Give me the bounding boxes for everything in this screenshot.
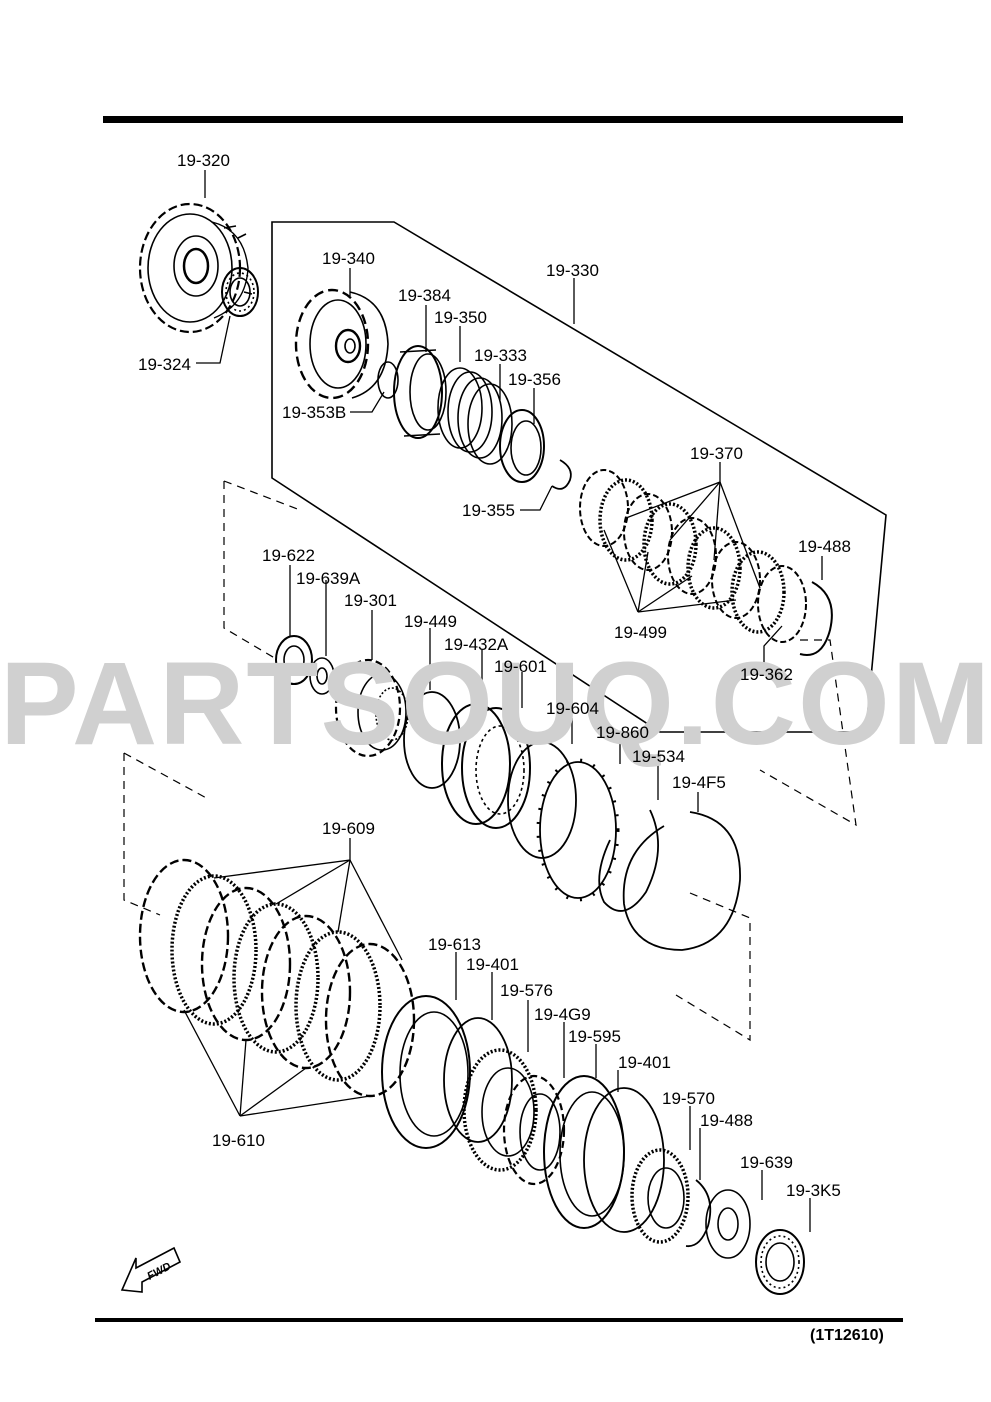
ring-4f5 [622, 811, 741, 951]
label-19-499[interactable]: 19-499 [614, 623, 667, 642]
snap-ring-401-a [443, 1017, 513, 1143]
label-19-488-upper[interactable]: 19-488 [798, 537, 851, 556]
dashed-boundaries [123, 480, 857, 1042]
label-19-324[interactable]: 19-324 [138, 355, 191, 374]
return-spring-333 [437, 367, 513, 465]
label-19-570[interactable]: 19-570 [662, 1089, 715, 1108]
clutch-drum-340 [294, 288, 389, 400]
spring-retainer-356 [499, 409, 545, 483]
bearing-622 [275, 635, 313, 685]
label-19-370[interactable]: 19-370 [690, 444, 743, 463]
label-19-534[interactable]: 19-534 [632, 747, 685, 766]
retaining-plate-613 [381, 995, 471, 1149]
label-19-449[interactable]: 19-449 [404, 612, 457, 631]
label-19-4f5[interactable]: 19-4F5 [672, 773, 726, 792]
label-19-595[interactable]: 19-595 [568, 1027, 621, 1046]
label-19-362[interactable]: 19-362 [740, 665, 793, 684]
seal-353b [377, 361, 399, 399]
label-19-639a[interactable]: 19-639A [296, 569, 361, 588]
label-19-432a[interactable]: 19-432A [444, 635, 509, 654]
label-19-401-a[interactable]: 19-401 [466, 955, 519, 974]
label-19-4g9[interactable]: 19-4G9 [534, 1005, 591, 1024]
label-19-355[interactable]: 19-355 [462, 501, 515, 520]
bearing-3k5 [755, 1229, 805, 1295]
label-19-639[interactable]: 19-639 [740, 1153, 793, 1172]
seal-ring-860 [536, 758, 620, 902]
label-19-356[interactable]: 19-356 [508, 370, 561, 389]
label-19-610[interactable]: 19-610 [212, 1131, 265, 1150]
washer-639a [309, 657, 335, 695]
header-rule [103, 116, 903, 123]
fwd-label: FWD [145, 1260, 173, 1282]
label-19-576[interactable]: 19-576 [500, 981, 553, 1000]
drum-595 [543, 1075, 625, 1229]
label-19-350[interactable]: 19-350 [434, 308, 487, 327]
footer-rule [95, 1318, 903, 1322]
washer-639 [705, 1189, 751, 1259]
hub-4g9 [502, 1074, 566, 1186]
label-19-333[interactable]: 19-333 [474, 346, 527, 365]
clutch-drum-601 [441, 703, 531, 829]
drawing-code: (1T12610) [810, 1327, 884, 1344]
watermark: PARTSOUQ.COM [0, 638, 991, 770]
fwd-arrow-icon: FWD [120, 1246, 182, 1293]
ring-534 [598, 809, 659, 912]
label-19-3k5[interactable]: 19-3K5 [786, 1181, 841, 1200]
leader-lines [183, 170, 823, 1232]
label-19-301[interactable]: 19-301 [344, 591, 397, 610]
snap-ring-355 [551, 459, 572, 490]
assembly-outline [271, 221, 887, 733]
snap-ring-401-b [583, 1087, 665, 1233]
clutch-plates-370 [579, 469, 807, 643]
parts [138, 202, 833, 1295]
label-19-613[interactable]: 19-613 [428, 935, 481, 954]
label-19-488-lower[interactable]: 19-488 [700, 1111, 753, 1130]
snap-ring-488-lower [685, 1179, 712, 1248]
snap-ring-449 [403, 691, 461, 789]
part-labels: 19-320 19-324 19-340 19-384 19-350 19-33… [138, 151, 851, 1200]
piston-350 [393, 345, 447, 439]
label-19-601[interactable]: 19-601 [494, 657, 547, 676]
label-19-604[interactable]: 19-604 [546, 699, 599, 718]
label-19-609[interactable]: 19-609 [322, 819, 375, 838]
clutch-plates-609-610 [138, 858, 416, 1098]
label-19-384[interactable]: 19-384 [398, 286, 451, 305]
label-19-622[interactable]: 19-622 [262, 546, 315, 565]
thrust-bearing-324 [221, 267, 259, 317]
label-19-860[interactable]: 19-860 [596, 723, 649, 742]
label-19-340[interactable]: 19-340 [322, 249, 375, 268]
gear-576 [462, 1048, 538, 1172]
label-19-353b[interactable]: 19-353B [282, 403, 346, 422]
label-19-320[interactable]: 19-320 [177, 151, 230, 170]
snap-ring-488-upper [799, 581, 833, 656]
gear-570 [630, 1148, 690, 1244]
label-19-330[interactable]: 19-330 [546, 261, 599, 280]
ring-604 [507, 741, 577, 859]
label-19-401-b[interactable]: 19-401 [618, 1053, 671, 1072]
